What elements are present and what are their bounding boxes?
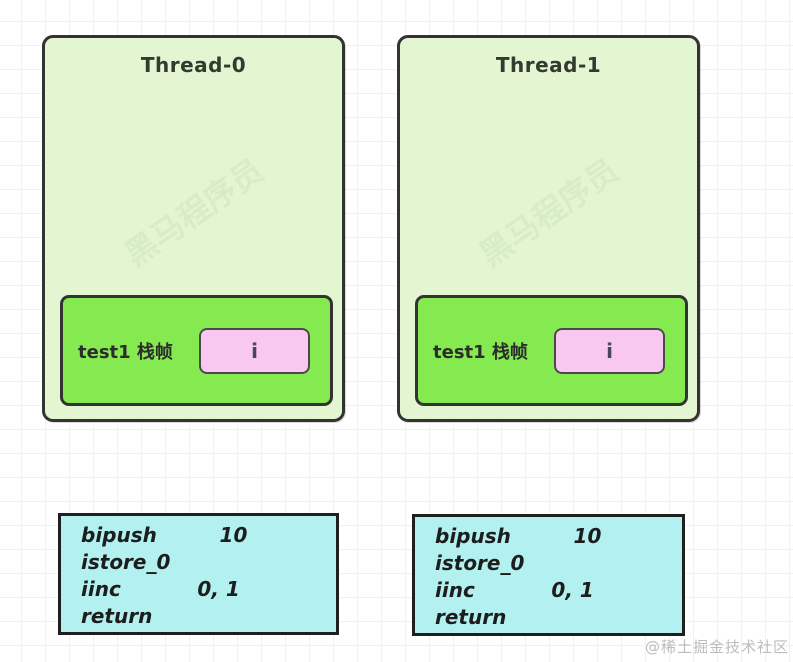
bytecode-box-1: bipush 10 istore_0 iinc 0, 1 return bbox=[412, 514, 685, 636]
stack-frame-label: test1 栈帧 bbox=[433, 341, 528, 363]
bytecode-box-0: bipush 10 istore_0 iinc 0, 1 return bbox=[58, 513, 339, 635]
watermark-text: 黑马程序员 bbox=[472, 151, 626, 275]
bytecode-line: return bbox=[435, 605, 507, 629]
bytecode-line: iinc 0, 1 bbox=[81, 577, 240, 601]
local-variable-name: i bbox=[251, 338, 258, 363]
bytecode-line: iinc 0, 1 bbox=[435, 578, 594, 602]
stack-frame-label: test1 栈帧 bbox=[78, 341, 173, 363]
thread-title: Thread-0 bbox=[140, 53, 247, 77]
thread-title: Thread-1 bbox=[495, 53, 602, 77]
thread-box-0: Thread-0 黑马程序员 test1 栈帧 i bbox=[42, 35, 345, 422]
credit-watermark: @稀土掘金技术社区 bbox=[644, 638, 789, 656]
stack-frame: test1 栈帧 i bbox=[415, 295, 688, 406]
bytecode-line: istore_0 bbox=[435, 551, 525, 575]
local-variable-name: i bbox=[606, 338, 613, 363]
stack-frame: test1 栈帧 i bbox=[60, 295, 333, 406]
thread-box-1: Thread-1 黑马程序员 test1 栈帧 i bbox=[397, 35, 700, 422]
bytecode-line: return bbox=[81, 604, 153, 628]
local-variable-slot: i bbox=[199, 327, 310, 374]
local-variable-slot: i bbox=[554, 327, 665, 374]
bytecode-line: bipush 10 bbox=[435, 524, 602, 548]
bytecode-line: istore_0 bbox=[81, 550, 171, 574]
watermark-text: 黑马程序员 bbox=[117, 151, 271, 275]
bytecode-line: bipush 10 bbox=[81, 523, 248, 547]
